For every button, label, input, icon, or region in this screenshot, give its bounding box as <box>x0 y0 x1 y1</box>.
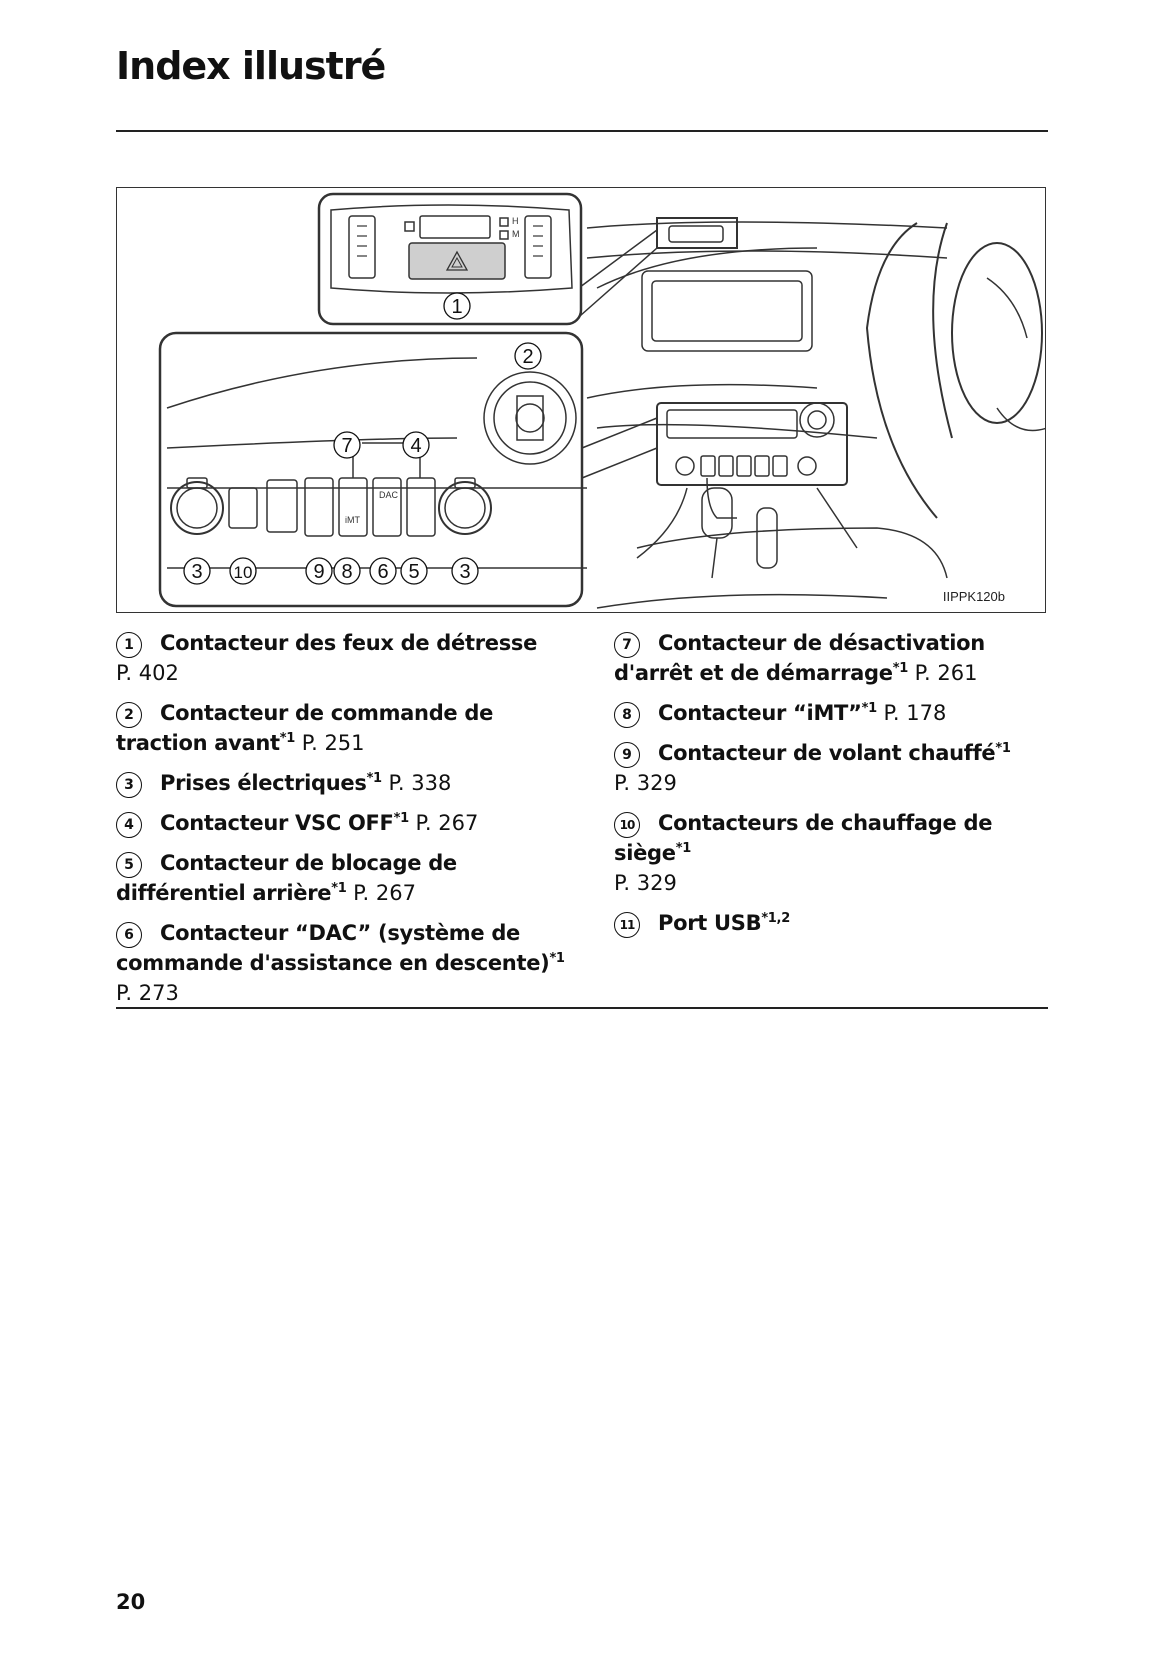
imt-switch-label: iMT <box>345 515 360 525</box>
page-reference: P. 267 <box>353 881 416 905</box>
legend-item-1: 1 Contacteur des feux de détresse P. 402 <box>116 628 586 688</box>
legend-number: 3 <box>116 772 142 798</box>
svg-text:9: 9 <box>313 561 324 583</box>
legend-number: 6 <box>116 922 142 948</box>
callout-9: 9 <box>305 557 333 585</box>
svg-text:3: 3 <box>459 561 470 583</box>
legend-item-8: 8 Contacteur “iMT”*1 P. 178 <box>614 698 1054 728</box>
legend-label: Contacteur de désactivation d'arrêt et d… <box>614 631 985 685</box>
legend-number: 7 <box>614 632 640 658</box>
callout-3-right: 3 <box>451 557 479 585</box>
callout-2: 2 <box>514 342 542 370</box>
legend-item-3: 3 Prises électriques*1 P. 338 <box>116 768 586 798</box>
legend-label: Contacteur “iMT” <box>658 701 862 725</box>
legend-label: Contacteur de blocage de différentiel ar… <box>116 851 457 905</box>
svg-text:2: 2 <box>522 346 533 368</box>
dac-switch-label: DAC <box>379 490 399 500</box>
page-reference: P. 178 <box>883 701 947 725</box>
legend-item-4: 4 Contacteur VSC OFF*1 P. 267 <box>116 808 586 838</box>
svg-text:6: 6 <box>377 561 388 583</box>
legend-label: Contacteur des feux de détresse <box>160 631 538 655</box>
dashboard-drawing: H M iMT DAC 1 2 7 4 <box>158 192 1045 609</box>
legend-label: Contacteur “DAC” (système de commande d'… <box>116 921 550 975</box>
svg-text:4: 4 <box>410 435 421 457</box>
footnote-marker: *1 <box>675 841 692 856</box>
svg-text:1: 1 <box>451 296 462 318</box>
callout-7: 7 <box>333 431 361 459</box>
legend-label: Port USB <box>658 911 762 935</box>
svg-text:7: 7 <box>341 435 352 457</box>
legend-number: 1 <box>116 632 142 658</box>
footnote-marker: *1 <box>892 661 909 676</box>
figure-code: IIPPK120b <box>942 589 1005 604</box>
header-divider <box>116 130 1048 132</box>
footnote-marker: *1 <box>366 771 383 786</box>
callout-3-left: 3 <box>183 557 211 585</box>
legend-label: Contacteur de commande de traction avant <box>116 701 494 755</box>
legend-number: 4 <box>116 812 142 838</box>
legend-number: 10 <box>614 812 640 838</box>
footnote-marker: *1 <box>331 881 347 896</box>
page-reference: P. 261 <box>914 661 978 685</box>
legend-item-11: 11 Port USB*1,2 <box>614 908 1054 938</box>
page-reference: P. 402 <box>116 661 179 685</box>
page-number: 20 <box>116 1590 146 1614</box>
page-reference: P. 251 <box>301 731 365 755</box>
page-title: Index illustré <box>116 44 386 88</box>
footnote-marker: *1 <box>393 811 410 826</box>
callout-4: 4 <box>402 431 430 459</box>
footnote-marker: *1,2 <box>761 911 790 926</box>
dashboard-illustration: H M iMT DAC 1 2 7 4 <box>116 187 1046 613</box>
page-reference: P. 338 <box>388 771 452 795</box>
legend-number: 2 <box>116 702 142 728</box>
indicator-label-m: M <box>512 229 520 239</box>
legend-number: 8 <box>614 702 640 728</box>
footnote-marker: *1 <box>279 731 296 746</box>
page-reference: P. 329 <box>614 871 677 895</box>
callout-1: 1 <box>443 292 471 320</box>
legend-label: Prises électriques <box>160 771 367 795</box>
legend-label: Contacteur de volant chauffé <box>658 741 996 765</box>
footnote-marker: *1 <box>549 951 565 966</box>
legend-number: 9 <box>614 742 640 768</box>
svg-text:8: 8 <box>341 561 352 583</box>
svg-text:3: 3 <box>191 561 202 583</box>
callout-5: 5 <box>400 557 428 585</box>
page-reference: P. 329 <box>614 771 677 795</box>
svg-text:10: 10 <box>234 563 253 582</box>
section-divider <box>116 1007 1048 1009</box>
callout-8: 8 <box>333 557 361 585</box>
footnote-marker: *1 <box>995 741 1011 756</box>
page-reference: P. 267 <box>415 811 479 835</box>
legend-number: 11 <box>614 912 640 938</box>
footnote-marker: *1 <box>861 701 878 716</box>
svg-text:5: 5 <box>408 561 419 583</box>
legend-number: 5 <box>116 852 142 878</box>
legend-item-9: 9 Contacteur de volant chauffé*1 P. 329 <box>614 738 1054 798</box>
page-reference: P. 273 <box>116 981 179 1005</box>
legend-label: Contacteur VSC OFF <box>160 811 394 835</box>
callout-10: 10 <box>229 557 257 585</box>
indicator-label-h: H <box>512 216 519 226</box>
legend-label: Contacteurs de chauffage de siège <box>614 811 993 865</box>
callout-6: 6 <box>369 557 397 585</box>
